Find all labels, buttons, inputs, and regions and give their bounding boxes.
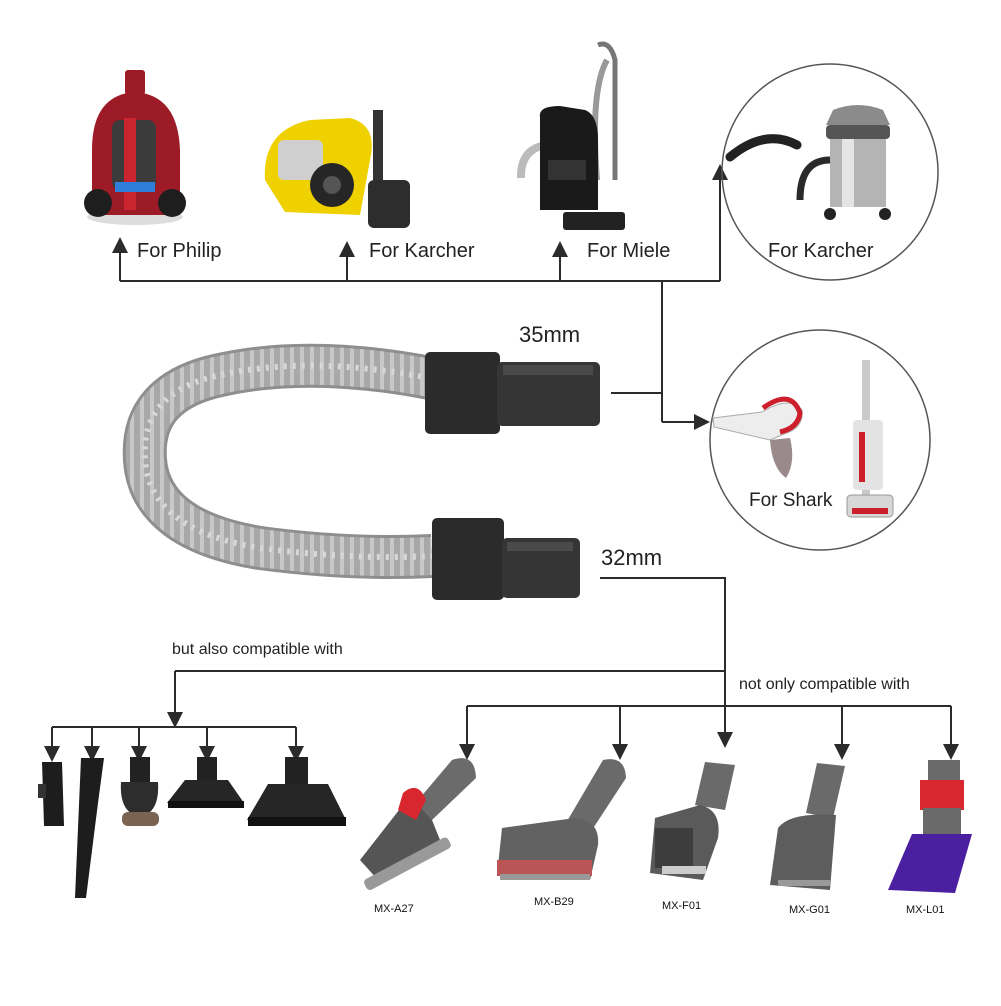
label-mx-g01: MX-G01 [789,904,830,916]
label-35mm: 35mm [519,322,581,347]
tool-crevice-long-icon [75,758,104,898]
miele-vacuum-icon [516,41,625,230]
mx-b29-tool-icon [497,759,626,880]
mx-f01-tool-icon [650,762,735,880]
tool-upholstery-wide-icon [247,757,346,826]
mx-g01-tool-icon [770,763,845,890]
label-32mm: 32mm [601,545,663,570]
tool-crevice-short-icon [38,762,64,826]
note-not-only-compatible: not only compatible with [739,676,910,693]
karcher-wet-circle [721,63,939,281]
label-for-karcher-wet: For Karcher [768,240,874,262]
mx-l01-tool-icon [888,760,972,893]
flexible-hose-icon [122,343,600,600]
karcher-wet-dry-vacuum-icon [725,105,891,220]
tool-upholstery-small-icon [167,757,244,808]
shark-circle [709,329,931,551]
connector-lines [44,164,959,762]
karcher-vacuum-icon [264,110,410,228]
left-accessory-tools [38,757,346,898]
mx-a27-tool-icon [360,758,476,890]
tool-brush-round-icon [120,757,159,826]
label-mx-f01: MX-F01 [662,900,702,912]
label-for-philip: For Philip [137,240,222,262]
label-for-miele: For Miele [587,240,671,262]
label-mx-l01: MX-L01 [906,904,945,916]
line-32mm [600,577,726,671]
note-also-compatible: but also compatible with [172,641,343,658]
label-mx-a27: MX-A27 [374,903,414,915]
philips-vacuum-icon [84,70,186,225]
label-for-shark: For Shark [749,490,833,511]
label-for-karcher: For Karcher [369,240,475,262]
label-mx-b29: MX-B29 [534,896,574,908]
shark-vacuum-icon [712,360,894,518]
